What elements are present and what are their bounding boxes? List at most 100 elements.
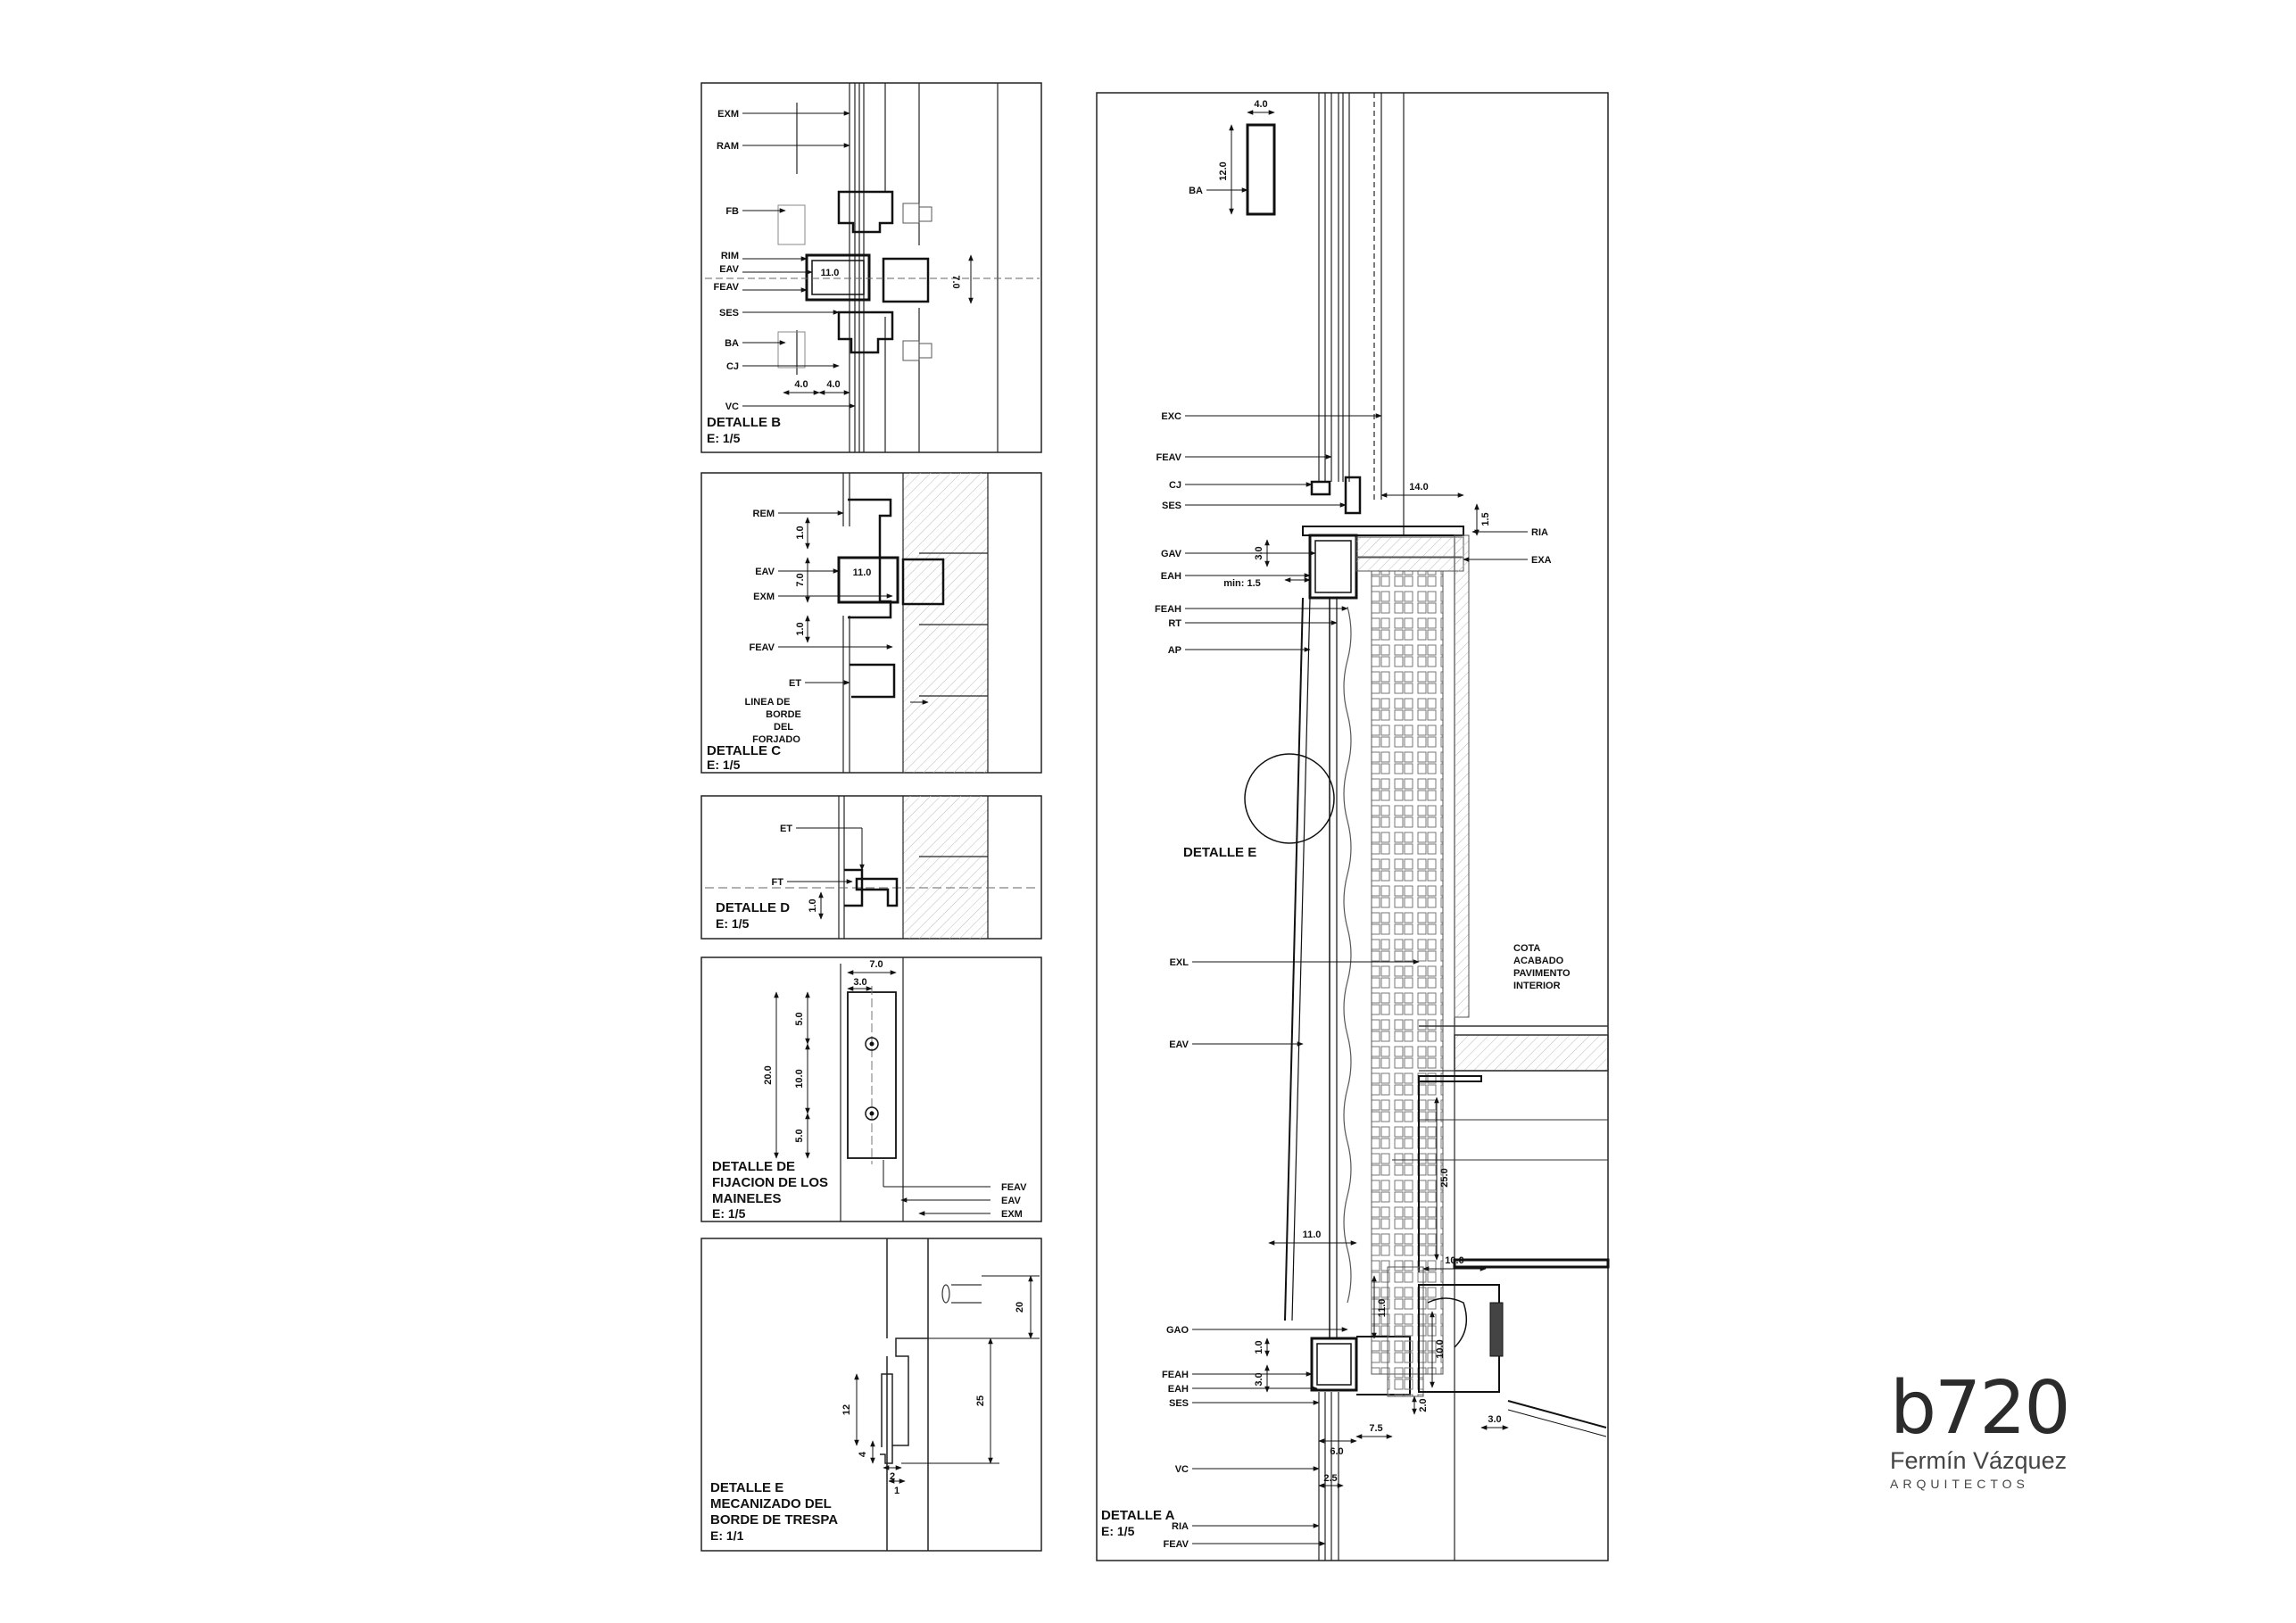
label-exm: EXM bbox=[1001, 1209, 1023, 1220]
brand-name: Fermín Vázquez bbox=[1890, 1447, 2068, 1474]
label-eav: EAV bbox=[1001, 1196, 1021, 1206]
label-exm: EXM bbox=[753, 592, 775, 602]
dim-f-5a: 5.0 bbox=[794, 1012, 805, 1025]
label-vc: VC bbox=[725, 402, 739, 412]
label-eav: EAV bbox=[1169, 1039, 1189, 1050]
dim-b-4b: 4.0 bbox=[826, 379, 840, 390]
brick-wall bbox=[1371, 570, 1444, 1375]
dim-a-2: 2.0 bbox=[1418, 1398, 1429, 1412]
brand-logo: b720 Fermín Vázquez ARQUITECTOS bbox=[1890, 1366, 2071, 1492]
dim-a-11: 11.0 bbox=[1303, 1230, 1322, 1240]
dim-e-4: 4 bbox=[858, 1451, 868, 1457]
dim-e-12: 12 bbox=[841, 1404, 852, 1415]
panel-detalle-e: 20 25 12 4 2 1 DETALLE E MECANIZADO DEL … bbox=[700, 1238, 1042, 1552]
label-ses-lower: SES bbox=[1169, 1398, 1189, 1409]
label-ba: BA bbox=[725, 338, 739, 349]
dim-a-4: 4.0 bbox=[1254, 99, 1267, 110]
label-rt: RT bbox=[1168, 618, 1181, 629]
panel-detalle-a: BA EXC FEAV CJ SES GAV EAH FEAH RT AP EX… bbox=[1096, 92, 1610, 1561]
panel-a-scale: E: 1/5 bbox=[1101, 1524, 1135, 1538]
floor-slab bbox=[1454, 1034, 1609, 1072]
label-feav-lower: FEAV bbox=[1163, 1539, 1189, 1550]
panel-e-title-3: BORDE DE TRESPA bbox=[710, 1512, 838, 1528]
dim-a-11b: 11.0 bbox=[1377, 1299, 1388, 1318]
edge-note-4: FORJADO bbox=[752, 734, 800, 745]
label-et: ET bbox=[789, 678, 801, 689]
label-feav: FEAV bbox=[713, 282, 739, 293]
panel-b-title: DETALLE B bbox=[707, 415, 781, 430]
floor-note-4: INTERIOR bbox=[1513, 981, 1561, 991]
dim-c-1a: 1.0 bbox=[795, 526, 806, 539]
panel-c-title: DETALLE C bbox=[707, 743, 781, 758]
dim-a-14: 14.0 bbox=[1409, 482, 1428, 493]
label-eah-lower: EAH bbox=[1168, 1384, 1189, 1395]
dim-e-25: 25 bbox=[975, 1395, 986, 1406]
dim-a-1_5: 1.5 bbox=[1480, 512, 1491, 526]
panel-e-frame bbox=[700, 1238, 1042, 1552]
edge-note-2: BORDE bbox=[766, 709, 801, 720]
panel-a-title: DETALLE A bbox=[1101, 1508, 1175, 1523]
label-cj: CJ bbox=[726, 361, 739, 372]
panel-e-title-2: MECANIZADO DEL bbox=[710, 1496, 832, 1511]
dim-a-12: 12.0 bbox=[1218, 161, 1229, 180]
dim-a-25: 25.0 bbox=[1439, 1168, 1450, 1187]
floor-note-3: PAVIMENTO bbox=[1513, 968, 1571, 979]
dim-a-1: 1.0 bbox=[1254, 1340, 1264, 1354]
label-ria-lower: RIA bbox=[1172, 1521, 1189, 1532]
ba-profile bbox=[1246, 123, 1276, 216]
dim-a-3: 3.0 bbox=[1254, 546, 1264, 559]
panel-f-title-1: DETALLE DE bbox=[712, 1159, 795, 1174]
panel-a-frame bbox=[1096, 92, 1609, 1561]
panel-c-scale: E: 1/5 bbox=[707, 758, 741, 772]
label-ses: SES bbox=[719, 308, 739, 319]
lower-transom bbox=[1310, 1337, 1358, 1392]
dim-c-11: 11.0 bbox=[853, 567, 872, 578]
label-vc: VC bbox=[1175, 1464, 1189, 1475]
panel-b-frame bbox=[700, 82, 1042, 453]
panel-f-frame bbox=[700, 956, 1042, 1222]
dim-f-20: 20.0 bbox=[763, 1065, 774, 1084]
dim-f-7: 7.0 bbox=[869, 959, 883, 970]
dim-c-1b: 1.0 bbox=[795, 622, 806, 635]
dim-a-7_5: 7.5 bbox=[1369, 1423, 1382, 1434]
dim-f-5b: 5.0 bbox=[794, 1129, 805, 1142]
label-rim: RIM bbox=[721, 251, 739, 261]
panel-detalle-c: REM EAV EXM FEAV ET LINEA DE BORDE DEL F… bbox=[700, 472, 1042, 774]
panel-f-scale: E: 1/5 bbox=[712, 1206, 746, 1221]
label-exl: EXL bbox=[1170, 957, 1189, 968]
dim-a-6: 6.0 bbox=[1330, 1446, 1343, 1457]
dim-a-2_5: 2.5 bbox=[1323, 1473, 1337, 1484]
label-rem: REM bbox=[753, 509, 775, 519]
panel-d-title: DETALLE D bbox=[716, 900, 790, 915]
dim-b-4a: 4.0 bbox=[794, 379, 808, 390]
dim-a-min: min: 1.5 bbox=[1223, 578, 1261, 589]
label-exa: EXA bbox=[1531, 555, 1552, 566]
label-ses: SES bbox=[1162, 501, 1181, 511]
panel-b-tube bbox=[805, 253, 871, 302]
dim-e-1: 1 bbox=[894, 1486, 899, 1496]
label-feav: FEAV bbox=[749, 642, 775, 653]
label-ram: RAM bbox=[717, 141, 739, 152]
label-gav: GAV bbox=[1161, 549, 1182, 559]
panel-d-scale: E: 1/5 bbox=[716, 916, 750, 931]
panel-f-title-3: MAINELES bbox=[712, 1191, 782, 1206]
floor-note-2: ACABADO bbox=[1513, 956, 1564, 966]
dim-e-2: 2 bbox=[890, 1471, 895, 1482]
label-ap: AP bbox=[1168, 645, 1181, 656]
floor-note-1: COTA bbox=[1513, 943, 1540, 954]
dim-a-10: 10.0 bbox=[1445, 1255, 1463, 1266]
panel-e-title-1: DETALLE E bbox=[710, 1480, 783, 1495]
brand-mark: b720 bbox=[1890, 1366, 2071, 1451]
panel-e-scale: E: 1/1 bbox=[710, 1528, 744, 1543]
panel-b-scale: E: 1/5 bbox=[707, 431, 741, 445]
label-exm: EXM bbox=[717, 109, 739, 120]
panel-detalle-b: EXM RAM FB RIM EAV FEAV SES BA CJ VC 11.… bbox=[700, 82, 1042, 453]
dim-d-1: 1.0 bbox=[808, 898, 818, 912]
dim-c-7: 7.0 bbox=[795, 573, 806, 586]
label-ft: FT bbox=[772, 877, 784, 888]
upper-transom bbox=[1308, 534, 1358, 600]
label-eah: EAH bbox=[1161, 571, 1181, 582]
label-ria: RIA bbox=[1531, 527, 1548, 538]
label-et: ET bbox=[780, 824, 792, 834]
